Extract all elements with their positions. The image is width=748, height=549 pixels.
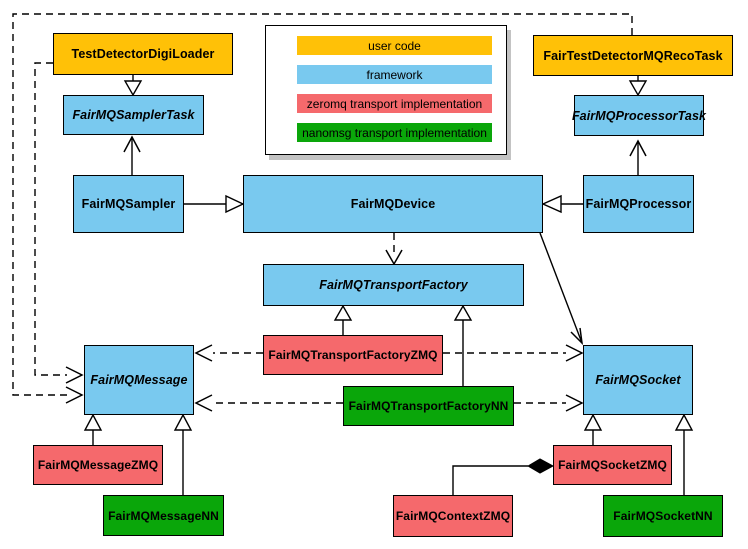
edge-factorynn-factory [453, 304, 473, 386]
legend-item-framework: framework [297, 65, 492, 84]
legend-item-user-code: user code [297, 36, 492, 55]
edge-sampler-samplertask [123, 135, 141, 175]
node-fairmqsamplertask: FairMQSamplerTask [63, 95, 204, 135]
edge-contextzmq-socketzmq [452, 458, 555, 495]
edge-factorynn-message [194, 394, 343, 412]
node-fairmqmessage: FairMQMessage [84, 345, 194, 415]
node-fairmqcontextzmq: FairMQContextZMQ [393, 495, 513, 537]
edge-processor-processortask [629, 139, 647, 175]
node-fairmqprocessortask: FairMQProcessorTask [572, 95, 706, 136]
edge-recotask-processortask [628, 76, 648, 97]
node-fairmqsampler: FairMQSampler [73, 175, 184, 233]
edge-socketzmq-socket [583, 413, 603, 445]
edge-device-socket [539, 232, 584, 346]
node-fairmqtransportfactory: FairMQTransportFactory [263, 264, 524, 306]
node-fairmqdevice: FairMQDevice [243, 175, 543, 233]
edge-factoryzmq-socket [443, 344, 584, 362]
legend-item-zeromq: zeromq transport implementation [297, 94, 492, 113]
edge-digiloader-samplertask [123, 75, 143, 97]
node-fairmqsocket: FairMQSocket [583, 345, 693, 415]
legend-label: framework [366, 67, 423, 82]
legend-label: nanomsg transport implementation [302, 125, 487, 140]
node-fairtestdetectormqrecotask: FairTestDetectorMQRecoTask [533, 35, 733, 76]
node-fairmqsocketnn: FairMQSocketNN [603, 495, 723, 537]
edge-factoryzmq-factory [333, 304, 353, 335]
node-fairmqsocketzmq: FairMQSocketZMQ [553, 445, 672, 485]
edge-socketnn-socket [674, 413, 694, 495]
edge-sampler-device [184, 194, 245, 214]
legend-item-nanomsg: nanomsg transport implementation [297, 123, 492, 142]
node-fairmqtransportfactoryzmq: FairMQTransportFactoryZMQ [263, 335, 443, 375]
edge-processor-device [541, 194, 583, 214]
edge-digiloader-message [34, 62, 84, 384]
node-fairmqprocessor: FairMQProcessor [583, 175, 694, 233]
node-fairmqtransportfactorynn: FairMQTransportFactoryNN [343, 386, 514, 426]
edge-device-factory [385, 233, 403, 266]
legend-box: user code framework zeromq transport imp… [265, 25, 507, 155]
node-fairmqmessagenn: FairMQMessageNN [103, 495, 224, 536]
edge-factorynn-socket [514, 394, 584, 412]
edge-recotask-message [12, 13, 633, 404]
edge-messagezmq-message [83, 413, 103, 445]
edge-factoryzmq-message [194, 344, 263, 362]
node-fairmqmessagezmq: FairMQMessageZMQ [33, 445, 163, 485]
legend-label: user code [368, 38, 421, 53]
legend-label: zeromq transport implementation [306, 96, 483, 111]
node-testdetectordigiloader: TestDetectorDigiLoader [53, 33, 233, 75]
edge-messagenn-message [173, 413, 193, 495]
